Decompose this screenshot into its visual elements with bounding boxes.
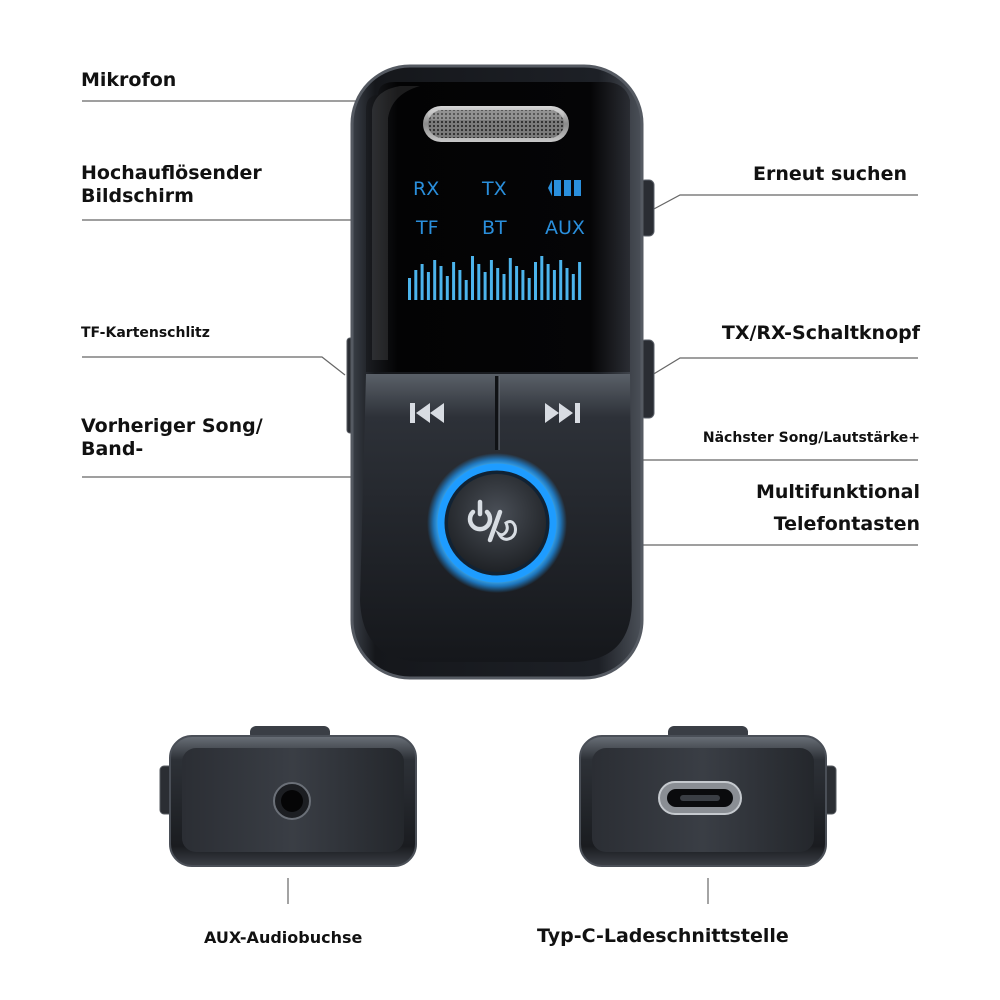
label-bildschirm-2: Bildschirm	[81, 185, 194, 207]
equalizer-bar	[527, 278, 531, 300]
label-multi-1: Multifunktional	[755, 481, 920, 503]
battery-icon	[548, 180, 581, 196]
equalizer-bar	[414, 270, 418, 300]
equalizer-bar	[408, 278, 411, 300]
display-aux: AUX	[545, 217, 585, 239]
equalizer-bar	[489, 260, 493, 300]
equalizer-bar	[445, 276, 449, 300]
equalizer-bar	[559, 260, 563, 300]
equalizer-bar	[452, 262, 456, 300]
label-multi-2: Telefontasten	[773, 513, 920, 535]
label-prev-1: Vorheriger Song/	[81, 415, 263, 437]
display-rx: RX	[413, 178, 439, 200]
equalizer-bar	[502, 274, 506, 300]
label-mikrofon: Mikrofon	[81, 69, 177, 91]
equalizer-bar	[477, 264, 481, 300]
equalizer-bar	[565, 268, 569, 300]
label-research: Erneut suchen	[752, 163, 907, 185]
leader-txrx	[651, 357, 918, 376]
label-tf-slot: TF-Kartenschlitz	[81, 325, 210, 341]
display-bt: BT	[482, 217, 507, 239]
device-front: RX TX TF BT AUX	[346, 64, 655, 680]
equalizer-bar	[496, 268, 500, 300]
device-side-typec	[579, 726, 837, 867]
equalizer-bar	[552, 270, 556, 300]
equalizer-bar	[433, 260, 437, 300]
display-tf: TF	[415, 217, 439, 239]
equalizer-bar	[483, 272, 487, 300]
equalizer-bars	[408, 256, 582, 300]
device-side-aux	[159, 726, 417, 867]
equalizer-bar	[515, 266, 519, 300]
equalizer-bar	[439, 266, 443, 300]
screen-glass	[366, 82, 630, 372]
equalizer-bar	[471, 256, 474, 300]
leader-tf-slot	[82, 356, 346, 376]
equalizer-bar	[464, 280, 468, 300]
label-txrx: TX/RX-Schaltknopf	[721, 322, 920, 344]
equalizer-bar	[540, 256, 544, 300]
label-typec: Typ-C-Ladeschnittstelle	[537, 925, 789, 947]
equalizer-bar	[521, 270, 525, 300]
equalizer-bar	[508, 258, 512, 300]
equalizer-bar	[426, 272, 430, 300]
equalizer-bar	[534, 262, 537, 300]
label-aux: AUX-Audiobuchse	[204, 928, 363, 947]
equalizer-bar	[571, 274, 575, 300]
equalizer-bar	[420, 264, 424, 300]
equalizer-bar	[546, 264, 550, 300]
label-prev-2: Band-	[81, 438, 144, 460]
power-phone-icon	[467, 499, 517, 543]
equalizer-bar	[578, 262, 582, 300]
skip-next-icon	[545, 403, 580, 423]
skip-previous-icon	[410, 403, 444, 423]
leader-research	[651, 194, 918, 211]
display-tx: TX	[481, 178, 507, 200]
label-bildschirm-1: Hochauflösender	[81, 162, 262, 184]
label-next: Nächster Song/Lautstärke+	[702, 430, 920, 446]
equalizer-bar	[458, 270, 462, 300]
